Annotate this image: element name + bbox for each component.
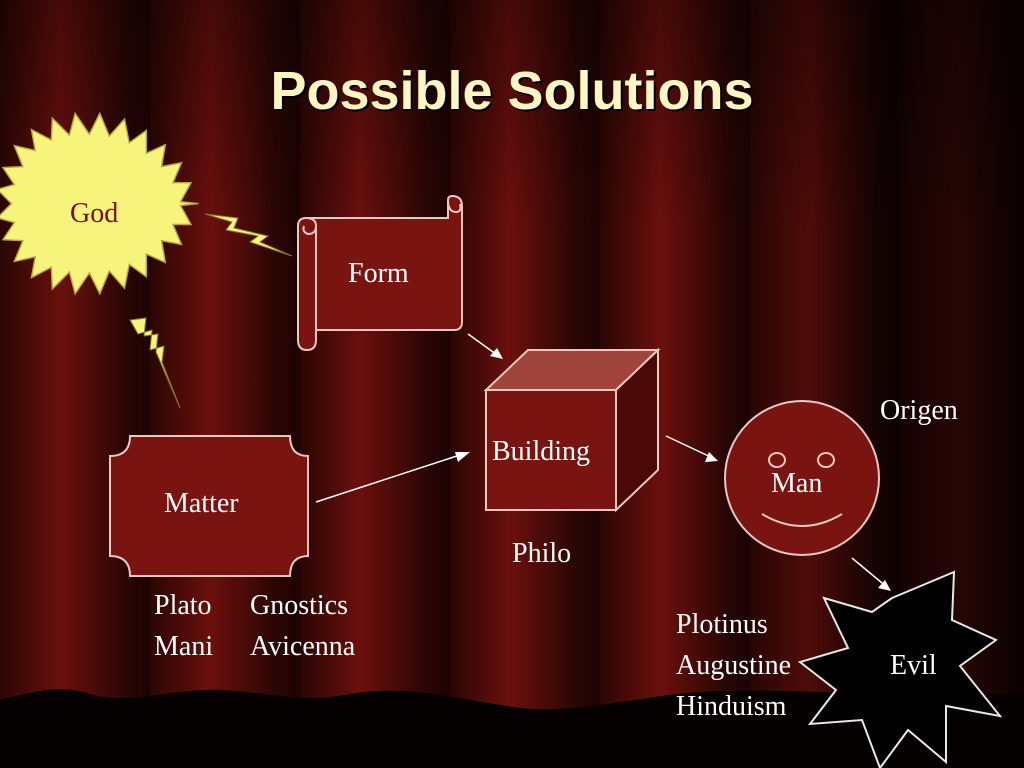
man-face-shape xyxy=(724,400,880,556)
augustine-label: Augustine xyxy=(676,650,792,681)
building-label: Building xyxy=(492,436,591,467)
matter-label: Matter xyxy=(164,488,239,519)
form-scroll-shape xyxy=(297,194,463,352)
mani-label: Mani xyxy=(154,631,214,662)
plotinus-label: Plotinus xyxy=(676,609,768,640)
matter-plaque-shape xyxy=(109,435,309,577)
evil-starburst-shape xyxy=(797,570,1003,768)
curtain-hem xyxy=(0,689,1024,768)
god-label: God xyxy=(70,198,119,229)
plato-label: Plato xyxy=(154,590,212,621)
gnostics-label: Gnostics xyxy=(250,590,348,621)
avicenna-label: Avicenna xyxy=(250,631,356,662)
connector-arrows xyxy=(315,333,889,589)
lightning-bolt-icon xyxy=(129,317,181,409)
lightning-bolt-icon xyxy=(204,213,293,257)
form-label: Form xyxy=(348,258,409,289)
philo-label: Philo xyxy=(512,538,572,569)
origen-label: Origen xyxy=(880,395,958,426)
building-cube-shape xyxy=(483,347,661,513)
evil-label: Evil xyxy=(890,650,937,681)
god-sun-shape xyxy=(0,111,199,296)
arrowheads xyxy=(455,348,891,591)
slide-title: Possible Solutions xyxy=(270,61,754,121)
hinduism-label: Hinduism xyxy=(676,691,787,722)
man-label: Man xyxy=(771,468,823,499)
